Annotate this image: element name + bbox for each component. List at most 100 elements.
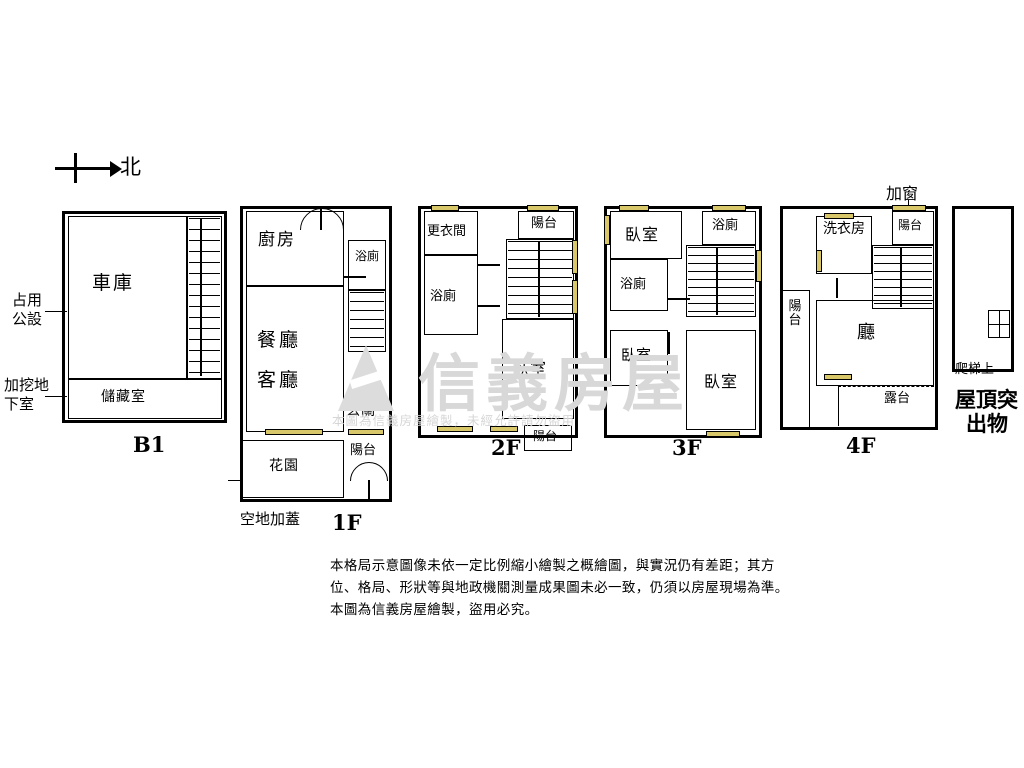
2f-balcony-bottom <box>524 425 572 451</box>
1f-door-leaf-3 <box>368 480 370 500</box>
2f-window-4 <box>572 280 578 314</box>
roof-ladder-line-v <box>999 310 1000 338</box>
1f-room-label-garden: 花園 <box>269 458 299 474</box>
3f-bedroom-bottom <box>686 330 756 430</box>
1f-room-label-kitchen: 廚房 <box>258 230 296 250</box>
b1-stair-shaft <box>187 216 222 379</box>
4f-room-label-hall: 廳 <box>857 322 875 343</box>
floor-title-4f: 4F <box>846 433 876 458</box>
b1-storage-room <box>68 379 222 419</box>
1f-room-label-dining: 餐廳 <box>257 329 302 351</box>
3f-stair-treads <box>688 247 754 315</box>
4f-stair-rail <box>900 247 902 307</box>
4f-terrace-line <box>838 386 839 426</box>
3f-stair-shaft <box>686 245 756 317</box>
1f-garden-area <box>240 440 344 498</box>
4f-room-label-balcony-right: 陽台 <box>898 218 923 232</box>
4f-balcony-left <box>780 290 810 430</box>
3f-window-4 <box>756 250 762 282</box>
3f-bedroom-top <box>610 211 682 259</box>
3f-bath-right <box>702 211 756 245</box>
3f-room-label-bedroom-bottom: 臥室 <box>704 372 739 391</box>
2f-balcony-top <box>518 211 574 239</box>
2f-stair-shaft <box>506 239 574 319</box>
4f-room-label-terrace: 露台 <box>884 391 911 406</box>
4f-terrace-divider <box>838 386 934 388</box>
4f-window-3 <box>816 250 822 272</box>
b1-outer-wall <box>62 211 227 423</box>
3f-bedroom-mid <box>610 330 668 386</box>
4f-outer-wall <box>780 206 938 430</box>
3f-window-5 <box>706 431 740 437</box>
2f-door-leaf-1 <box>478 264 500 266</box>
2f-room-label-balcony-bottom: 陽台 <box>533 429 558 443</box>
b1-room-label-storage: 儲藏室 <box>101 389 146 405</box>
3f-room-label-bedroom-mid: 臥室 <box>621 346 652 364</box>
3f-door-leaf-2 <box>668 332 670 354</box>
3f-door-leaf-1 <box>668 298 690 300</box>
2f-stair-rail <box>538 241 540 317</box>
2f-bath-room <box>424 255 478 335</box>
4f-window-2 <box>892 205 926 211</box>
1f-side-label-extension: 空地加蓋 <box>240 510 301 528</box>
2f-window-2 <box>527 205 559 211</box>
2f-window-6 <box>490 426 518 432</box>
1f-room-label-living: 客廳 <box>257 369 302 391</box>
1f-room-label-balcony: 陽台 <box>350 443 377 458</box>
2f-window-3 <box>572 240 578 274</box>
1f-callout-line <box>228 480 242 481</box>
2f-room-label-dressing: 更衣間 <box>427 224 467 239</box>
disclaimer-line-1: 本格局示意圖像未依一定比例縮小繪製之概繪圖，與實況仍有差距；其方 <box>330 558 775 574</box>
b1-side-label-basement-1: 加挖地 <box>4 376 50 394</box>
4f-hall-room <box>816 300 934 386</box>
4f-window-4 <box>824 374 852 380</box>
2f-room-label-bedroom: 臥室 <box>513 359 548 378</box>
3f-window-1 <box>619 205 649 211</box>
2f-room-label-bath: 浴廁 <box>430 289 457 304</box>
b1-callout-line-2 <box>45 396 67 397</box>
2f-window-1 <box>431 205 459 211</box>
4f-window-1 <box>824 213 854 219</box>
3f-bath-left <box>610 259 668 311</box>
3f-stair-rail <box>716 247 718 315</box>
4f-annotation-added-window: 加窗 <box>886 184 919 203</box>
b1-side-label-occupy-2: 公設 <box>12 310 43 328</box>
3f-room-label-bath-left: 浴廁 <box>620 277 647 292</box>
1f-room-label-bath: 浴廁 <box>354 249 379 263</box>
floor-title-1f: 1F <box>332 510 362 535</box>
roof-title-line1: 屋頂突 <box>955 387 1018 412</box>
3f-window-3 <box>604 215 610 245</box>
4f-balcony-right <box>892 211 934 245</box>
b1-garage-room <box>68 216 187 379</box>
disclaimer: 本格局示意圖像未依一定比例縮小繪製之概繪圖，與實況仍有差距；其方 位、格局、形狀… <box>330 556 950 622</box>
b1-callout-line-1 <box>45 311 67 312</box>
4f-room-label-laundry: 洗衣房 <box>823 221 865 237</box>
b1-side-label-occupy-1: 占用 <box>12 291 43 309</box>
2f-outer-wall <box>418 206 578 438</box>
b1-side-label-basement-2: 下室 <box>4 395 35 413</box>
roof-outer-wall <box>952 206 1014 372</box>
2f-bedroom <box>502 319 574 419</box>
1f-kitchen-room <box>246 211 344 286</box>
4f-stair-treads <box>874 247 932 307</box>
1f-stair-treads <box>350 292 384 350</box>
1f-living-dining-room <box>246 286 344 432</box>
b1-stair-treads <box>189 218 220 376</box>
roof-room-label-ladder: 爬梯上 <box>955 362 995 377</box>
compass-cross <box>74 153 77 183</box>
roof-title-line2: 出物 <box>966 411 1008 436</box>
1f-room-label-entry: 玄關 <box>346 403 376 419</box>
4f-room-label-balcony-left: 陽台 <box>788 299 802 328</box>
1f-door-leaf-2 <box>344 276 366 278</box>
floor-title-3f: 3F <box>672 435 702 460</box>
disclaimer-line-3: 本圖為信義房屋繪製，盜用必究。 <box>330 601 539 618</box>
3f-room-label-bedroom-top: 臥室 <box>625 225 660 244</box>
3f-window-2 <box>712 205 746 211</box>
2f-window-5 <box>437 426 473 432</box>
1f-window-1 <box>265 429 323 435</box>
3f-outer-wall <box>604 206 762 438</box>
4f-stair-shaft <box>872 245 934 309</box>
floor-title-b1: B1 <box>133 432 166 457</box>
3f-room-label-bath-right: 浴廁 <box>712 218 739 233</box>
